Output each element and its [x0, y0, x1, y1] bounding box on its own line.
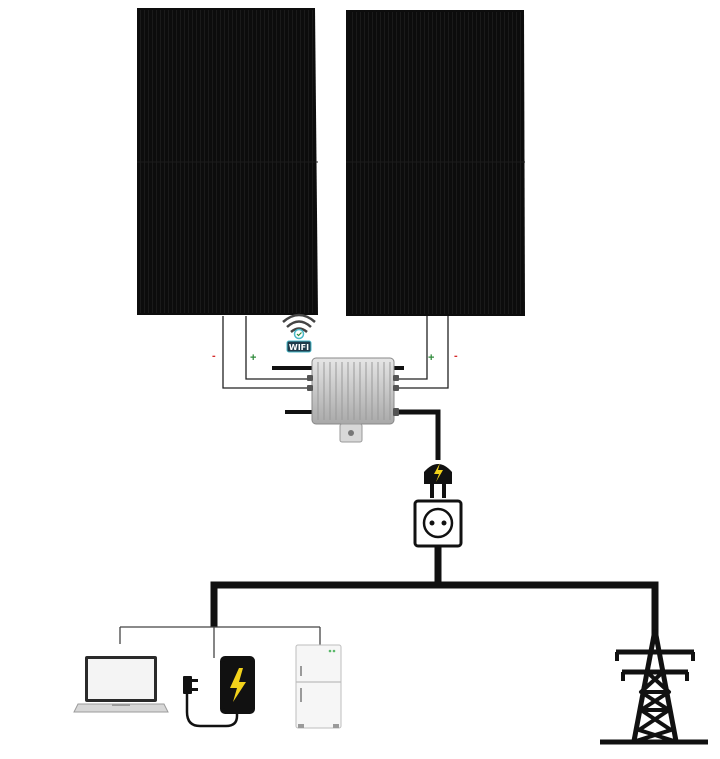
wifi-label: WIFI: [289, 343, 309, 352]
power-plug-icon: [424, 463, 452, 498]
right-positive-sign: +: [428, 352, 434, 364]
left-negative-sign: -: [212, 350, 216, 362]
micro-inverter-icon: [272, 357, 404, 443]
household-branch: [119, 626, 321, 658]
right-negative-sign: -: [454, 350, 458, 362]
solar-panel-left: [137, 8, 318, 315]
dc-wires: [222, 316, 449, 389]
ac-cable: [399, 409, 441, 460]
charging-phone-icon: [183, 656, 255, 728]
left-positive-sign: +: [250, 352, 256, 364]
power-pylon-icon: [600, 629, 708, 745]
wall-socket-icon: [413, 499, 463, 548]
wifi-icon: WIFI: [282, 313, 316, 353]
distribution-bus: [210, 546, 659, 640]
refrigerator-icon: [295, 644, 342, 729]
laptop-icon: [73, 656, 169, 713]
solar-panel-right: [346, 10, 525, 316]
